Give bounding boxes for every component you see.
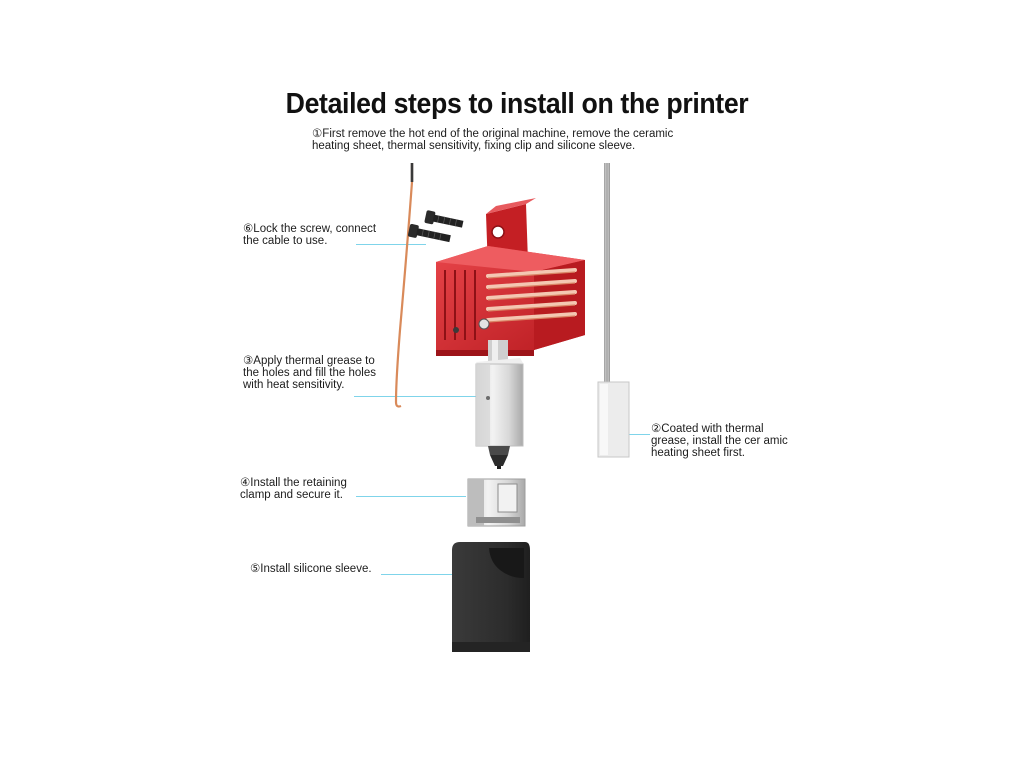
step-3-leader xyxy=(354,396,488,397)
heatbreak xyxy=(488,340,508,364)
ceramic-heater-cable xyxy=(604,163,610,383)
step-6-leader xyxy=(356,244,426,245)
page-title: Detailed steps to install on the printer xyxy=(285,88,749,120)
step-5-leader xyxy=(381,574,463,575)
red-heatsink xyxy=(436,198,585,356)
step-1-note: ①First remove the hot end of the origina… xyxy=(312,128,674,152)
retaining-clamp xyxy=(467,478,526,527)
silicone-sleeve xyxy=(452,542,530,652)
step-5-note: ⑤Install silicone sleeve. xyxy=(250,563,372,575)
heater-block xyxy=(475,358,524,447)
thermistor-wire xyxy=(394,163,414,408)
step-2-leader xyxy=(612,434,650,435)
ceramic-heating-sheet xyxy=(597,381,630,458)
step-6-note: ⑥Lock the screw, connect the cable to us… xyxy=(243,223,377,247)
step-2-note: ②Coated with thermal grease, install the… xyxy=(651,423,788,459)
step-4-note: ④Install the retaining clamp and secure … xyxy=(240,477,347,501)
screws xyxy=(408,210,464,243)
nozzle xyxy=(488,446,510,469)
step-3-note: ③Apply thermal grease to the holes and f… xyxy=(243,355,376,391)
step-4-leader xyxy=(356,496,466,497)
